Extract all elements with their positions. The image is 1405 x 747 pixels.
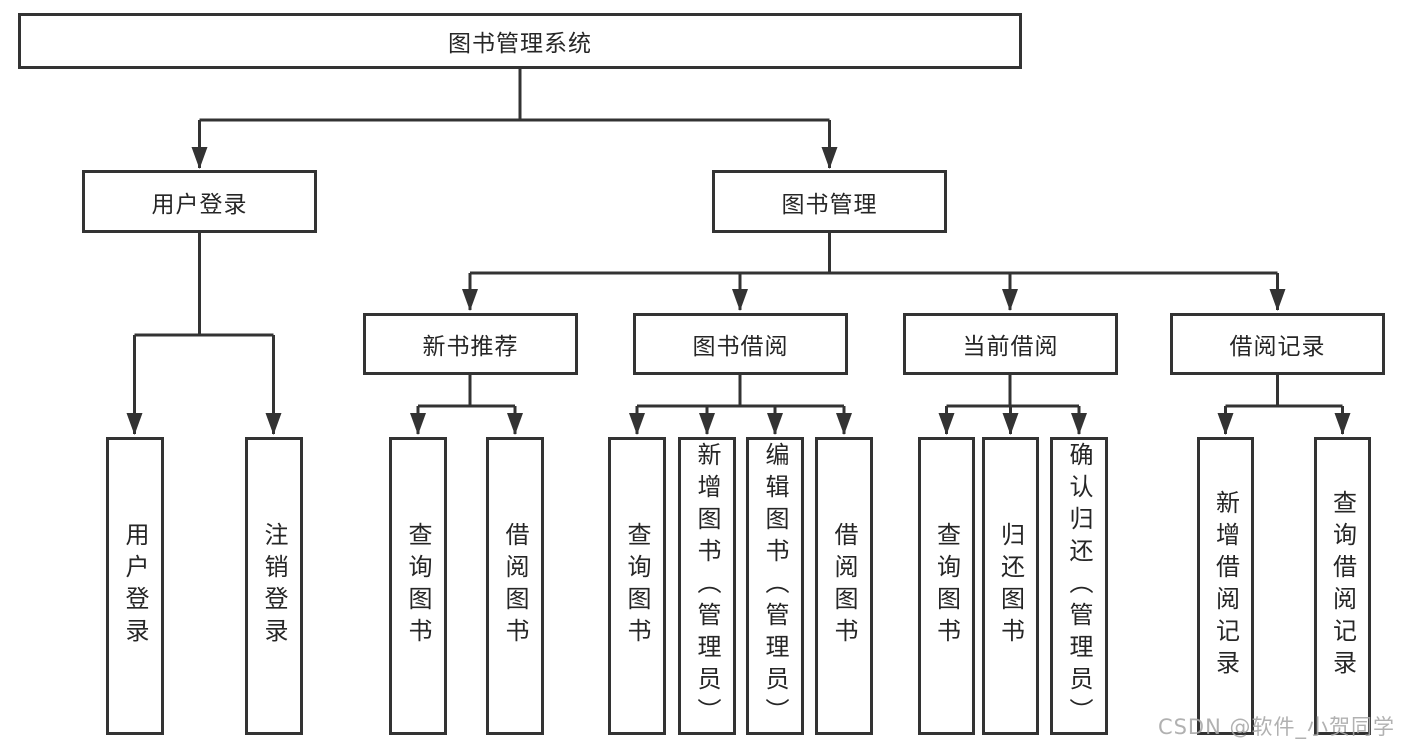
leaf-borrow-add-books-admin: 新增图书（管理员） bbox=[678, 437, 736, 735]
leaf-newbook-query-books: 查询图书 bbox=[389, 437, 447, 735]
node-borrow-records: 借阅记录 bbox=[1170, 313, 1385, 375]
leaf-logout: 注销登录 bbox=[245, 437, 303, 735]
leaf-records-query-record: 查询借阅记录 bbox=[1314, 437, 1371, 735]
csdn-watermark: CSDN @软件_小贺同学 bbox=[1157, 715, 1395, 739]
leaf-borrow-edit-books-admin: 编辑图书（管理员） bbox=[746, 437, 804, 735]
leaf-current-query-books: 查询图书 bbox=[918, 437, 975, 735]
leaf-user-login: 用户登录 bbox=[106, 437, 164, 735]
leaf-current-return-books: 归还图书 bbox=[982, 437, 1039, 735]
node-current-borrow: 当前借阅 bbox=[903, 313, 1118, 375]
node-book-management: 图书管理 bbox=[712, 170, 947, 233]
leaf-borrow-query-books: 查询图书 bbox=[608, 437, 666, 735]
node-library-system: 图书管理系统 bbox=[18, 13, 1022, 69]
node-new-book-recommend: 新书推荐 bbox=[363, 313, 578, 375]
leaf-borrow-borrow-books: 借阅图书 bbox=[815, 437, 873, 735]
leaf-newbook-borrow-books: 借阅图书 bbox=[486, 437, 544, 735]
leaf-current-confirm-return-admin: 确认归还（管理员） bbox=[1050, 437, 1108, 735]
node-user-login: 用户登录 bbox=[82, 170, 317, 233]
leaf-records-add-record: 新增借阅记录 bbox=[1197, 437, 1254, 735]
node-book-borrow: 图书借阅 bbox=[633, 313, 848, 375]
